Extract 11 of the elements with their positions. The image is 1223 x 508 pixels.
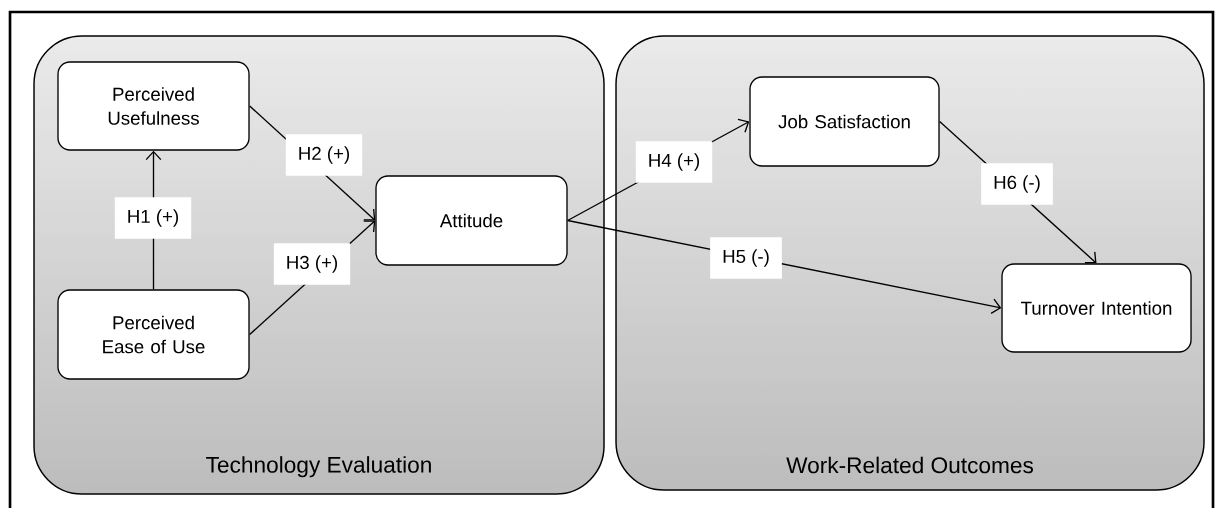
concept-box: Perceived Ease of Use: [57, 289, 250, 380]
concept-box: Turnover Intention: [1001, 263, 1192, 353]
edge-label: H5 (-): [710, 237, 782, 279]
concept-box: Job Satisfaction: [749, 76, 940, 167]
edge-label: H4 (+): [635, 141, 713, 183]
edge-label: H3 (+): [273, 243, 351, 285]
edge-label: H2 (+): [285, 134, 363, 176]
concept-box: Perceived Usefulness: [57, 61, 250, 151]
edge-label: H6 (-): [981, 163, 1053, 205]
concept-box: Attitude: [375, 175, 568, 266]
edge-label: H1 (+): [114, 197, 192, 239]
